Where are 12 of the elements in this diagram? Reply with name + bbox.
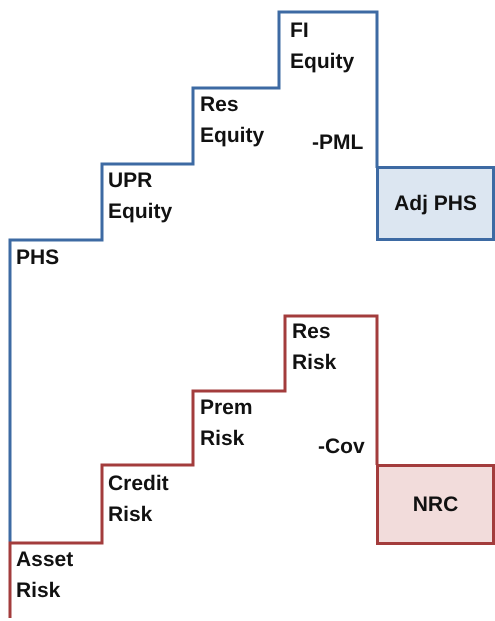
step-label: Credit Risk xyxy=(108,471,170,528)
step-label: PHS xyxy=(16,245,60,271)
step-label: Prem Risk xyxy=(200,395,254,452)
step-label: -Cov xyxy=(318,434,366,460)
step-label: UPR Equity xyxy=(108,168,174,225)
step-label: Asset Risk xyxy=(16,547,74,604)
step-label: Res Risk xyxy=(292,319,338,376)
result-box: NRC xyxy=(376,464,495,545)
result-box: Adj PHS xyxy=(376,166,495,241)
step-label: -PML xyxy=(312,130,364,156)
step-label: Res Equity xyxy=(200,92,266,149)
step-label: FI Equity xyxy=(290,18,356,75)
